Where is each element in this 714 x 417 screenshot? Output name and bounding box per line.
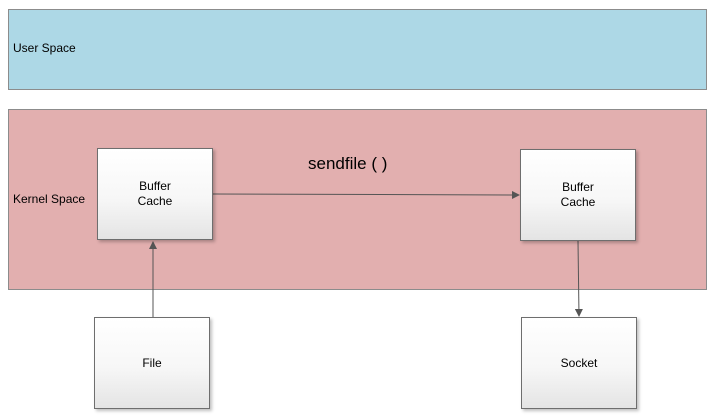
user-space-region: User Space [8, 9, 707, 90]
file-label: File [142, 355, 162, 370]
buffer-cache-right-node: Buffer Cache [520, 149, 636, 241]
sendfile-label: sendfile ( ) [308, 154, 388, 173]
kernel-space-label: Kernel Space [13, 192, 86, 206]
buffer-cache-left-label: Buffer Cache [137, 179, 173, 208]
socket-label: Socket [560, 355, 598, 370]
file-node: File [94, 317, 210, 409]
socket-node: Socket [521, 317, 637, 409]
user-space-label: User Space [13, 41, 76, 55]
buffer-cache-left-node: Buffer Cache [97, 148, 213, 240]
buffer-cache-right-label: Buffer Cache [560, 180, 596, 209]
